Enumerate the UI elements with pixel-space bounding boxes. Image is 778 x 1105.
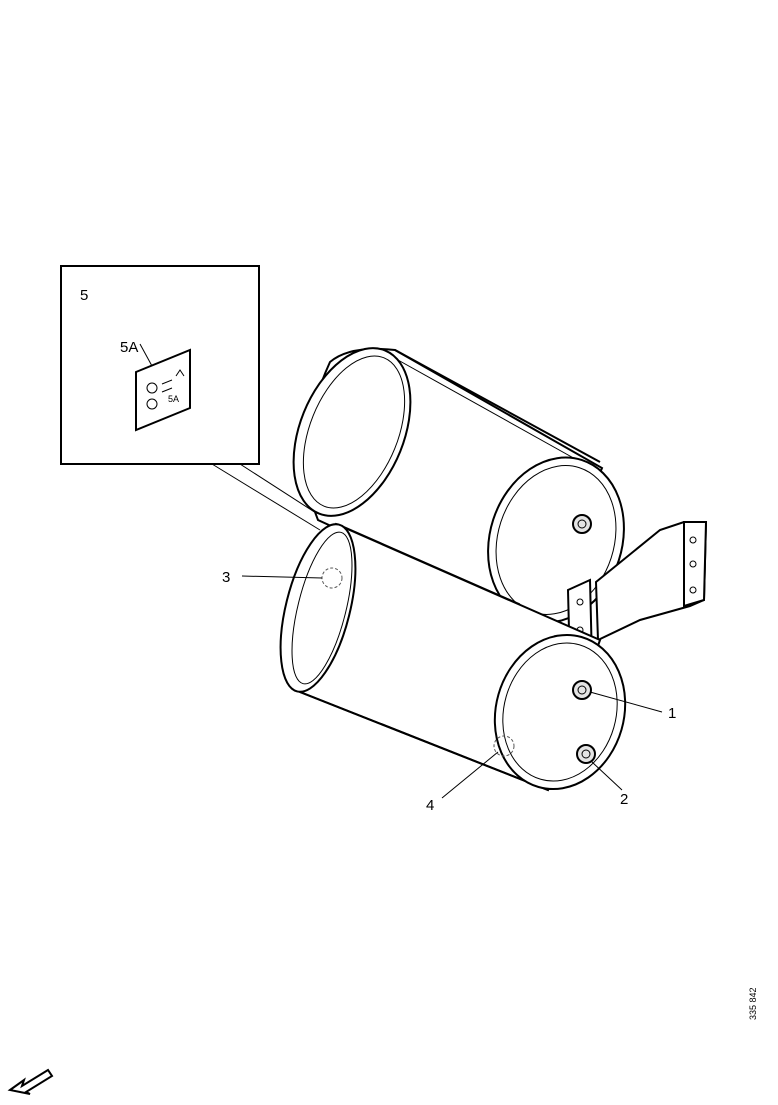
lower-tank-bottom-edge <box>299 691 549 791</box>
callout-5a: 5A <box>120 339 138 356</box>
callout-5a-leader <box>139 343 153 367</box>
detail-inset: 5A <box>60 265 331 531</box>
callout-4-leader <box>441 751 499 799</box>
document-id: 335 842 <box>748 987 758 1020</box>
lower-tank-rear-cap-rim <box>291 531 353 685</box>
callout-leaders <box>241 575 663 799</box>
callout-5: 5 <box>80 287 88 304</box>
direction-arrow-icon <box>7 1068 54 1095</box>
callout-1-leader <box>589 691 663 713</box>
callout-4: 4 <box>426 797 434 814</box>
plate-text: 5A <box>168 394 179 404</box>
upper-tank-top-line <box>397 359 596 471</box>
upper-air-tank <box>292 347 625 624</box>
label-plate <box>135 348 191 432</box>
lower-tank-top-line <box>337 523 521 605</box>
callout-1: 1 <box>668 705 676 722</box>
upper-tank-fitting <box>572 514 592 534</box>
hidden-fitting-4 <box>493 735 515 757</box>
callout-3-leader <box>241 575 323 579</box>
lower-air-tank <box>279 522 627 792</box>
fitting-1 <box>572 680 592 700</box>
detail-inset-frame <box>60 265 260 465</box>
callout-2-leader <box>591 761 623 791</box>
callout-2: 2 <box>620 791 628 808</box>
upper-tank-top-edge <box>394 349 601 463</box>
fitting-2 <box>576 744 596 764</box>
plate-symbol-icon <box>146 369 185 410</box>
callout-3: 3 <box>222 569 230 586</box>
bracket-frame-holes <box>689 536 697 594</box>
upper-tank-rear-cap-rim <box>302 355 406 509</box>
detail-leader-line-1 <box>211 463 321 531</box>
lower-tank-front-cap-rim <box>502 642 618 782</box>
bracket-frame-plate <box>683 521 708 608</box>
